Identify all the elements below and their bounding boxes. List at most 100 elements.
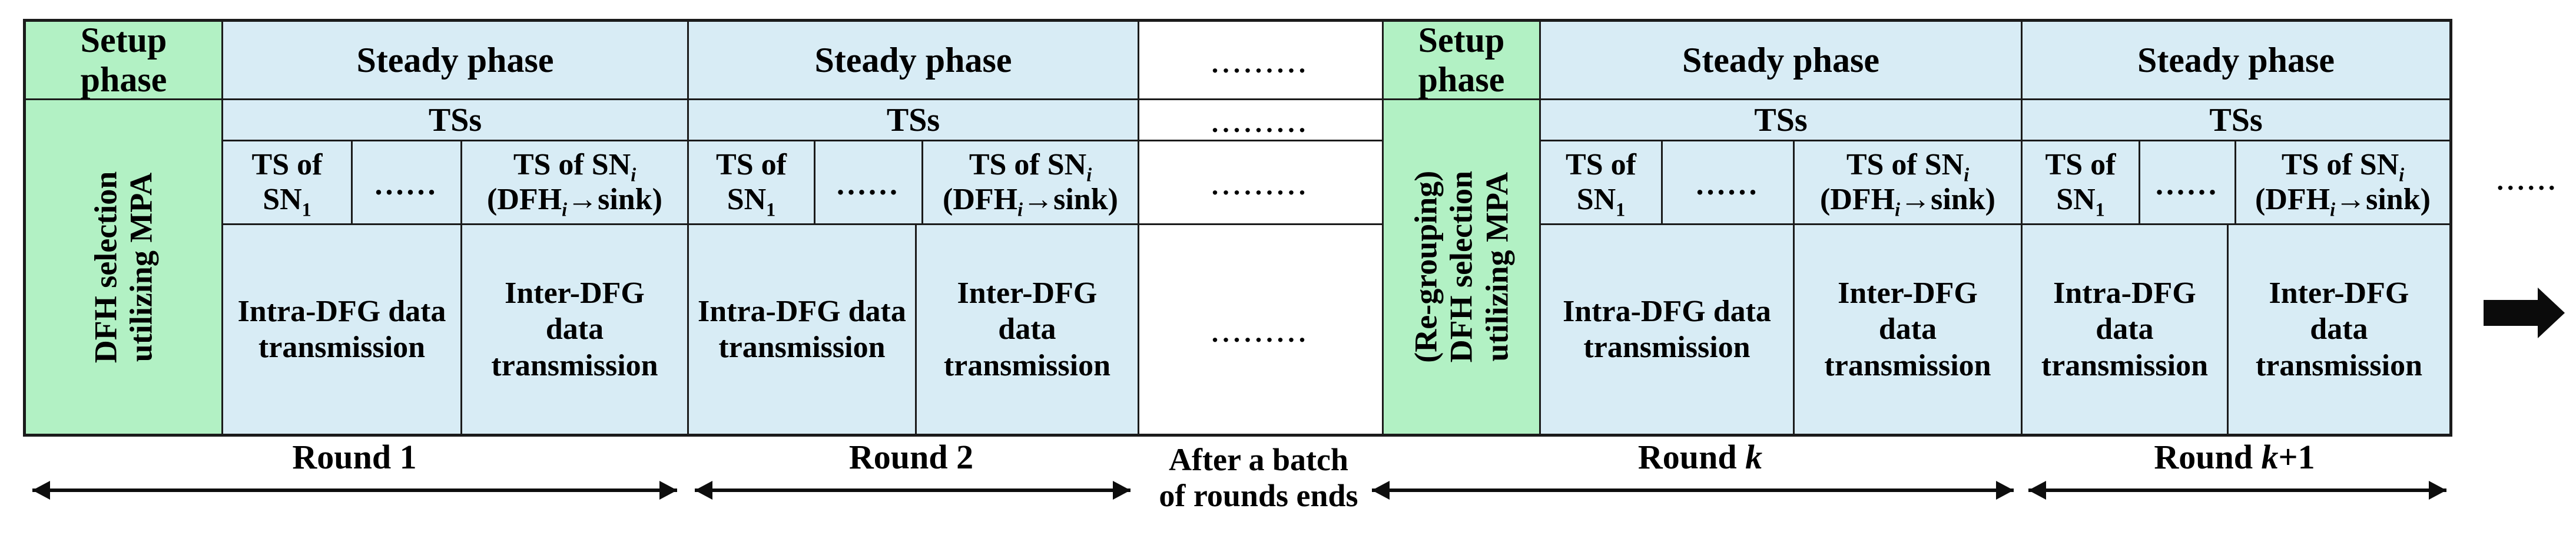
gap-dots: .........	[1211, 170, 1310, 200]
round-2-section: Steady phase TSs TS of SN1 ...... TS of	[689, 22, 1139, 434]
setup-header-line2: phase	[80, 60, 167, 99]
gap-dots: .........	[1211, 317, 1310, 348]
ts-of-sni-cell: TS of SNi (DFHi→sink)	[462, 141, 687, 223]
round-k1-section: Steady phase TSs TS of SN1 ...... TS of	[2023, 22, 2449, 434]
ts-of-sni-label: TS of SN	[513, 148, 631, 182]
round-k-label: Round k	[1381, 438, 2020, 476]
ts-of-sn1-cell: TS of SN1	[689, 141, 815, 223]
dfh-selection-line2: utilizing MPA	[124, 172, 159, 362]
dfh-selection-line1: DFH selection	[88, 171, 124, 363]
ts-of-sni-cell: TS of SNi (DFHi→sink)	[923, 141, 1138, 223]
dfh-subscript: i	[1017, 198, 1023, 220]
inter-dfg-cell: Inter-DFG data transmission	[2228, 225, 2449, 434]
ts-of-label: TS of	[251, 148, 323, 182]
continuation-dots: ......	[2484, 165, 2572, 196]
round-label-prefix: Round	[1637, 438, 1746, 476]
continuation-dots-text: ......	[2497, 166, 2559, 196]
ts-of-label: TS of	[2045, 148, 2116, 182]
transmission-row-rk1: Intra-DFG data transmission Inter-DFG da…	[2023, 225, 2449, 434]
dfh-to-sink-a: (DFH	[487, 182, 562, 216]
inter-dfg-label: Inter-DFG data transmission	[2255, 276, 2422, 382]
tss-header-r2: TSs	[689, 100, 1138, 141]
round-k1-span-arrow	[2028, 481, 2446, 500]
tss-label: TSs	[2209, 101, 2263, 138]
sni-subscript: i	[1086, 164, 1092, 186]
regroup-line3: utilizing MPA	[1479, 172, 1515, 362]
tss-label: TSs	[428, 101, 482, 138]
intra-dfg-cell: Intra-DFG data transmission	[689, 225, 917, 434]
round-2-label: Round 2	[686, 438, 1136, 476]
ts-of-sni-label: TS of SN	[969, 148, 1087, 182]
round-1-label: Round 1	[23, 438, 686, 476]
sn1-subscript: 1	[301, 198, 311, 220]
dfh-to-sink-b: →sink)	[2335, 182, 2431, 216]
ts-of-sn1-cell: TS of SN1	[1541, 141, 1663, 223]
setup-header-line1: Setup	[1418, 20, 1505, 60]
ts-row-rk: TS of SN1 ...... TS of SNi (DFHi→sink)	[1541, 141, 2021, 225]
gap-dots-ts-cell: .........	[1139, 141, 1382, 225]
sn1-label: SN	[2056, 182, 2096, 216]
tss-header-rk: TSs	[1541, 100, 2021, 141]
intra-dfg-cell: Intra-DFG data transmission	[2023, 225, 2229, 434]
gap-dots-trans-cell: .........	[1139, 225, 1382, 434]
sn1-label: SN	[727, 182, 767, 216]
phase-timing-table: Setup phase DFH selection utilizing MPA …	[23, 19, 2452, 437]
ts-of-sn1-cell: TS of SN1	[2023, 141, 2140, 223]
setup-phase-header-2: Setup phase	[1384, 20, 1539, 100]
tss-label: TSs	[1754, 101, 1808, 138]
round-k-span-arrow	[1372, 481, 2014, 500]
regroup-setup-column: Setup phase (Re-grouping) DFH selection …	[1384, 20, 1541, 434]
ts-of-sni-cell: TS of SNi (DFHi→sink)	[1795, 141, 2021, 223]
ts-ellipsis: ......	[2156, 168, 2219, 202]
dfh-to-sink-a: (DFH	[943, 182, 1018, 216]
steady-phase-label: Steady phase	[2137, 40, 2335, 80]
round-label-variable: k	[1745, 438, 1763, 476]
sn1-label: SN	[1576, 182, 1616, 216]
gap-dots: .........	[1211, 48, 1310, 78]
ts-of-sni-cell: TS of SNi (DFHi→sink)	[2236, 141, 2449, 223]
intra-dfg-label: Intra-DFG data transmission	[697, 294, 906, 364]
round-1-section: Steady phase TSs TS of SN1 ...... TS of	[223, 22, 689, 434]
setup-header-line2: phase	[1418, 60, 1505, 99]
ts-ellipsis: ......	[1696, 168, 1760, 202]
ts-row-rk1: TS of SN1 ...... TS of SNi (DFHi→sink)	[2023, 141, 2449, 225]
dfh-to-sink-a: (DFH	[1820, 182, 1895, 216]
round-label-prefix: Round	[2154, 438, 2262, 476]
steady-phase-header-r2: Steady phase	[689, 22, 1138, 100]
gap-dots: .........	[1211, 108, 1310, 138]
sn1-subscript: 1	[2095, 198, 2105, 220]
ts-ellipsis-cell: ......	[1663, 141, 1795, 223]
forward-arrow-icon	[2484, 288, 2565, 338]
inter-dfg-cell: Inter-DFG data transmission	[1795, 225, 2021, 434]
round-1-span-arrow	[32, 481, 677, 500]
dfh-selection-cell: DFH selection utilizing MPA	[26, 100, 221, 434]
sni-subscript: i	[1964, 164, 1970, 186]
intra-dfg-cell: Intra-DFG data transmission	[223, 225, 462, 434]
intra-dfg-label: Intra-DFG data transmission	[1563, 294, 1771, 364]
regroup-dfh-selection-cell: (Re-grouping) DFH selection utilizing MP…	[1384, 100, 1539, 434]
dfh-to-sink-a: (DFH	[2255, 182, 2330, 216]
ts-row-r1: TS of SN1 ...... TS of SNi (DFHi→sink)	[223, 141, 687, 225]
ts-row-r2: TS of SN1 ...... TS of SNi (DFHi→sink)	[689, 141, 1138, 225]
transmission-row-r1: Intra-DFG data transmission Inter-DFG da…	[223, 225, 687, 434]
setup-phase-column-1: Setup phase DFH selection utilizing MPA	[26, 20, 223, 434]
steady-phase-label: Steady phase	[356, 40, 554, 80]
inter-dfg-cell: Inter-DFG data transmission	[916, 225, 1138, 434]
regroup-line1: (Re-grouping)	[1408, 170, 1444, 364]
after-batch-line1: After a batch	[1169, 442, 1348, 477]
sn1-label: SN	[263, 182, 302, 216]
tss-header-rk1: TSs	[2023, 100, 2449, 141]
dfh-to-sink-b: →sink)	[567, 182, 662, 216]
round-label-number: 2	[956, 438, 974, 476]
intra-dfg-label: Intra-DFG data transmission	[2041, 276, 2208, 382]
sn1-subscript: 1	[766, 198, 776, 220]
inter-dfg-cell: Inter-DFG data transmission	[462, 225, 687, 434]
ts-of-sni-label: TS of SN	[1846, 148, 1964, 182]
setup-header-line1: Setup	[80, 20, 167, 60]
round-label-suffix: +1	[2278, 438, 2315, 476]
transmission-row-rk: Intra-DFG data transmission Inter-DFG da…	[1541, 225, 2021, 434]
intra-dfg-cell: Intra-DFG data transmission	[1541, 225, 1795, 434]
inter-dfg-label: Inter-DFG data transmission	[1824, 276, 1991, 382]
round-label-number: 1	[399, 438, 417, 476]
